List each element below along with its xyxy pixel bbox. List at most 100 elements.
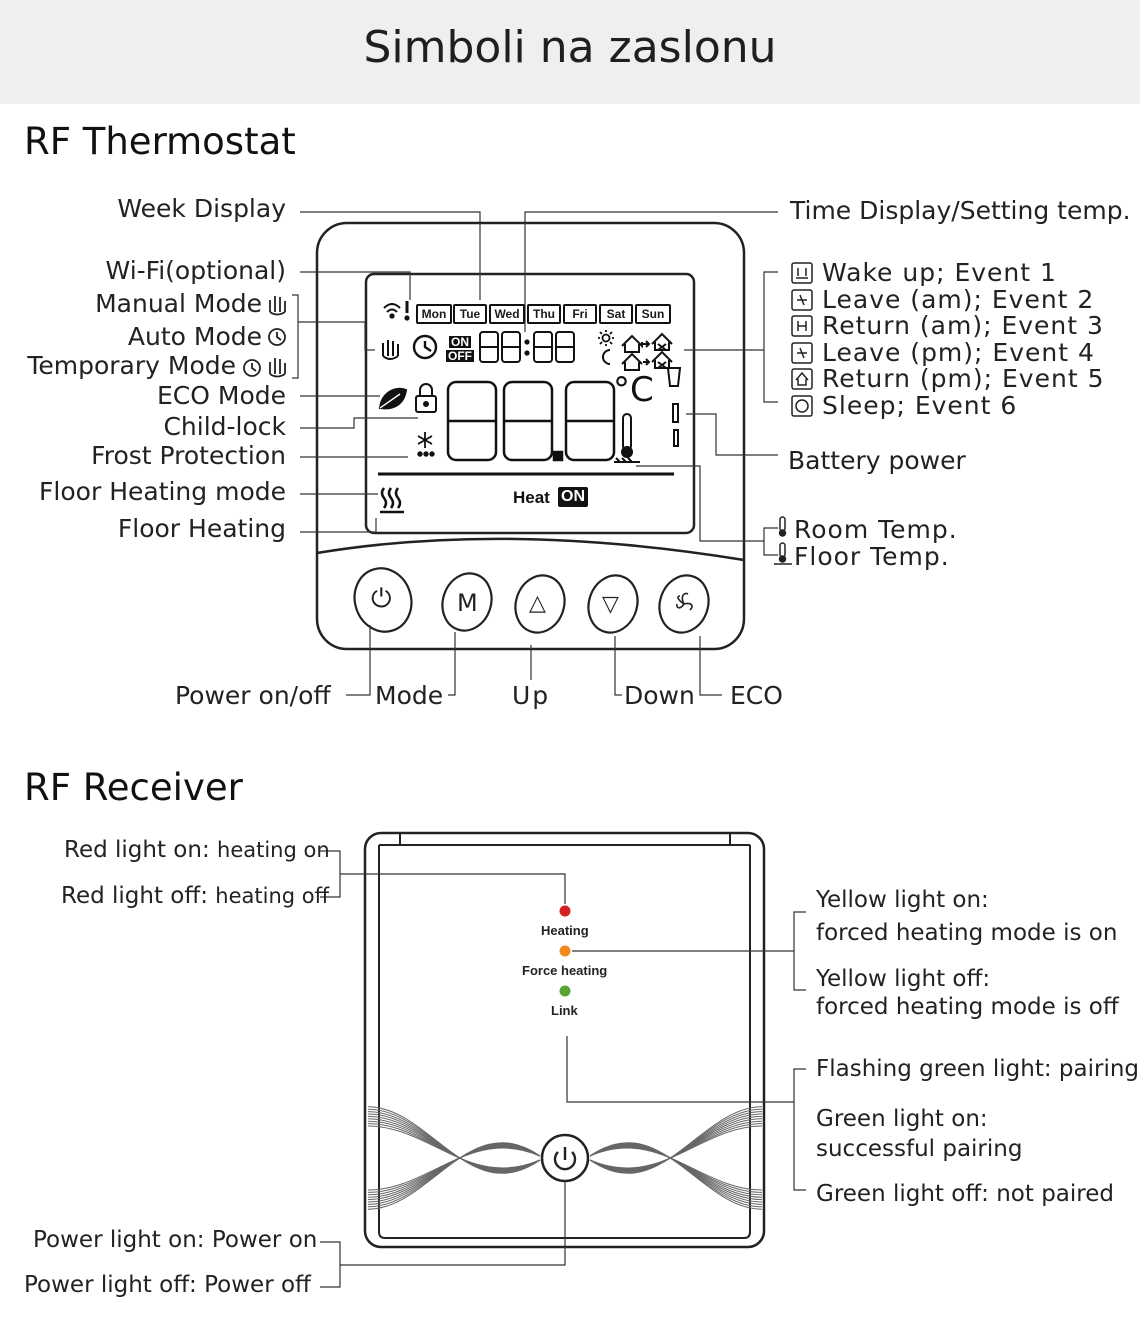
- lcd-celsius-unit: °C: [613, 370, 654, 410]
- wave-line: [367, 1142, 541, 1210]
- sun-icon: [598, 330, 614, 346]
- floor-heating-icon: [380, 487, 404, 514]
- return-pm-icon: [791, 368, 813, 390]
- time-digit-segments: [479, 331, 575, 363]
- lock-icon: [415, 383, 437, 413]
- mode-button[interactable]: M: [457, 589, 478, 617]
- leave-am-icon: [791, 289, 813, 311]
- mode-button-shell: [441, 572, 493, 632]
- label-green-off: Green light off: not paired: [816, 1181, 1114, 1207]
- label-red-light-on: Red light on: heating on: [64, 837, 330, 863]
- day-thu: Thu: [527, 304, 561, 324]
- label-floor-temp: Floor Temp.: [794, 542, 950, 571]
- hand-icon: [382, 340, 399, 360]
- room-thermometer-icon: [779, 516, 786, 532]
- floor-thermometer-icon: [614, 413, 640, 463]
- receiver-leader-lines: [320, 850, 806, 1288]
- label-time-display: Time Display/Setting temp.: [790, 196, 1131, 225]
- receiver-section-title: RF Receiver: [24, 766, 243, 809]
- label-yellow-off-1: Yellow light off:: [816, 966, 991, 992]
- moon-icon: [602, 349, 611, 365]
- label-power-on-off: Power on/off: [175, 681, 331, 710]
- temporary-mode-clock-icon: [243, 359, 261, 377]
- day-fri: Fri: [563, 304, 597, 324]
- label-room-temp: Room Temp.: [794, 515, 958, 544]
- house-icons: [621, 332, 673, 371]
- wave-line: [367, 1106, 541, 1174]
- power-button[interactable]: ⏻: [371, 584, 392, 614]
- label-yellow-on-1: Yellow light on:: [816, 887, 989, 913]
- label-green-on-1: Green light on:: [816, 1106, 988, 1132]
- lcd-heat-on-indicator: ON: [558, 487, 588, 507]
- label-red-light-off: Red light off: heating off: [61, 883, 329, 909]
- red-light-off-prefix: Red light off:: [61, 883, 208, 909]
- led-label-force-heating: Force heating: [522, 963, 608, 978]
- temp-digit-segments: [446, 380, 616, 462]
- thermostat-leader-lines: [292, 211, 778, 696]
- label-eco-mode: ECO Mode: [157, 381, 286, 410]
- day-wed: Wed: [489, 304, 525, 324]
- label-yellow-on-2: forced heating mode is on: [816, 920, 1118, 946]
- label-floor-heating-mode: Floor Heating mode: [39, 477, 286, 506]
- wave-line: [589, 1106, 763, 1174]
- page-title: Simboli na zaslonu: [363, 22, 777, 73]
- label-wifi: Wi-Fi(optional): [105, 256, 286, 285]
- lcd-heat-label: Heat: [513, 488, 550, 507]
- red-light-on-suffix: heating on: [217, 838, 330, 862]
- label-manual-mode: Manual Mode: [95, 289, 262, 318]
- front-panel-curve: [316, 537, 745, 562]
- led-label-link: Link: [551, 1003, 578, 1018]
- fan-icon: [676, 592, 693, 611]
- force-heating-led: [559, 945, 571, 957]
- receiver-power-icon: [553, 1147, 577, 1171]
- event-6: Sleep; Event 6: [822, 391, 1018, 420]
- event-5: Return (pm); Event 5: [822, 364, 1105, 393]
- label-yellow-off-2: forced heating mode is off: [816, 994, 1119, 1020]
- label-green-on-2: successful pairing: [816, 1136, 1023, 1162]
- label-power-light-off: Power light off: Power off: [24, 1272, 311, 1298]
- lcd-off-indicator: OFF: [446, 349, 474, 363]
- day-sun: Sun: [635, 304, 671, 324]
- leaf-icon: [378, 387, 408, 410]
- label-temporary-mode: Temporary Mode: [27, 351, 236, 380]
- leave-pm-icon: [791, 342, 813, 364]
- wave-line: [589, 1142, 763, 1210]
- label-green-flash: Flashing green light: pairing: [816, 1056, 1140, 1082]
- down-button[interactable]: ▽: [602, 592, 619, 617]
- event-1: Wake up; Event 1: [822, 258, 1057, 287]
- day-tue: Tue: [453, 304, 487, 324]
- label-battery-power: Battery power: [788, 446, 966, 475]
- label-mode: Mode: [375, 681, 444, 710]
- receiver-wave-pattern: [367, 1106, 763, 1210]
- header-banner: [0, 0, 1140, 104]
- power-button-shell: [353, 567, 413, 633]
- return-am-icon: [791, 315, 813, 337]
- event-4: Leave (pm); Event 4: [822, 338, 1095, 367]
- label-down: Down: [624, 681, 695, 710]
- link-led: [559, 985, 571, 997]
- thermostat-section-title: RF Thermostat: [24, 120, 296, 163]
- day-mon: Mon: [416, 304, 452, 324]
- snowflake-icon: [417, 432, 435, 457]
- label-child-lock: Child-lock: [163, 412, 286, 441]
- wifi-icon: [383, 301, 410, 321]
- lcd-on-indicator: ON: [449, 335, 471, 349]
- battery-icon: [666, 367, 682, 447]
- up-button-shell: [514, 574, 566, 634]
- clock-icon: [412, 334, 438, 360]
- heating-led: [559, 905, 571, 917]
- event-2: Leave (am); Event 2: [822, 285, 1095, 314]
- auto-mode-clock-icon: [268, 328, 286, 346]
- red-light-off-suffix: heating off: [215, 884, 330, 908]
- label-power-light-on: Power light on: Power on: [33, 1227, 318, 1253]
- wake-up-icon: [791, 262, 813, 284]
- down-button-shell: [587, 574, 639, 634]
- label-frost-protection: Frost Protection: [91, 441, 286, 470]
- day-sat: Sat: [599, 304, 633, 324]
- up-button[interactable]: △: [529, 591, 546, 616]
- sleep-icon: [791, 395, 813, 417]
- led-label-heating: Heating: [541, 923, 589, 938]
- label-floor-heating: Floor Heating: [117, 514, 286, 543]
